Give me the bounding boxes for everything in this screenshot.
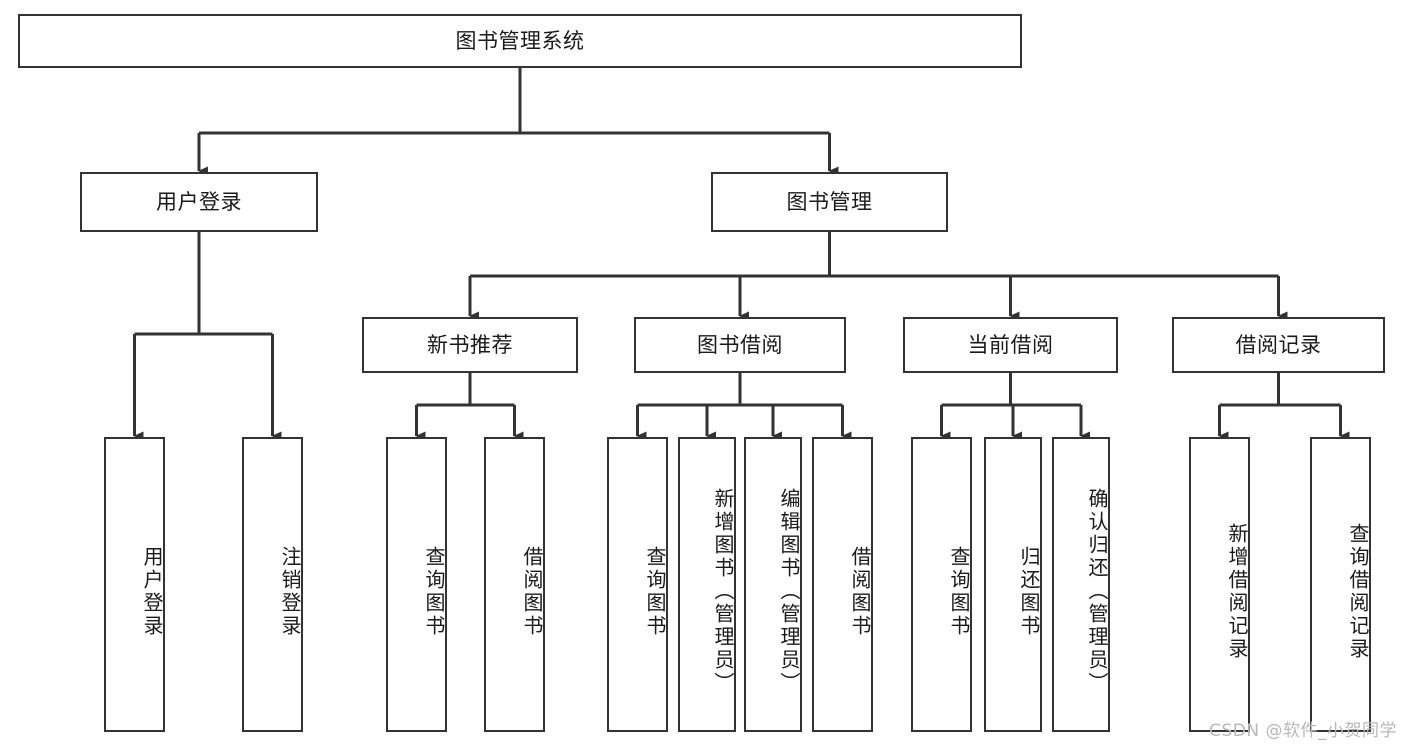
node-label: 查询借阅记录 <box>1346 522 1370 661</box>
node-label: 归还图书 <box>1017 545 1041 638</box>
leaf-borrow-book[interactable]: 借阅图书 <box>812 437 873 732</box>
leaf-confirm-return-admin[interactable]: 确认归还（管理员） <box>1052 437 1110 732</box>
node-book-borrow[interactable]: 图书借阅 <box>634 317 846 373</box>
leaf-query-borrow-record[interactable]: 查询借阅记录 <box>1310 437 1371 732</box>
csdn-watermark: CSDN @软件_小贺同学 <box>1209 721 1397 741</box>
node-label: 借阅记录 <box>1235 332 1322 357</box>
node-label: 图书借阅 <box>697 332 783 357</box>
node-book-manage[interactable]: 图书管理 <box>711 172 948 232</box>
leaf-user-login[interactable]: 用户登录 <box>104 437 165 732</box>
leaf-borrow-book-recommend[interactable]: 借阅图书 <box>484 437 545 732</box>
node-label: 注销登录 <box>278 545 302 638</box>
node-borrow-record[interactable]: 借阅记录 <box>1172 317 1385 373</box>
leaf-add-borrow-record[interactable]: 新增借阅记录 <box>1189 437 1250 732</box>
node-label: 借阅图书 <box>848 545 872 638</box>
node-new-book-recommend[interactable]: 新书推荐 <box>362 317 578 373</box>
node-label: 查询图书 <box>947 545 971 638</box>
leaf-query-book-current[interactable]: 查询图书 <box>911 437 972 732</box>
node-label: 图书管理 <box>786 189 873 214</box>
node-root-system[interactable]: 图书管理系统 <box>18 14 1022 68</box>
node-label: 编辑图书（管理员） <box>777 488 801 695</box>
leaf-query-book-recommend[interactable]: 查询图书 <box>386 437 447 732</box>
leaf-user-logout[interactable]: 注销登录 <box>242 437 303 732</box>
node-current-borrow[interactable]: 当前借阅 <box>903 317 1118 373</box>
node-label: 新增图书（管理员） <box>711 488 735 695</box>
node-label: 用户登录 <box>140 545 164 638</box>
node-label: 当前借阅 <box>967 332 1054 357</box>
leaf-return-book[interactable]: 归还图书 <box>984 437 1042 732</box>
node-user-login[interactable]: 用户登录 <box>80 172 318 232</box>
leaf-query-book-borrow[interactable]: 查询图书 <box>607 437 668 732</box>
leaf-add-book-admin[interactable]: 新增图书（管理员） <box>678 437 736 732</box>
node-label: 新增借阅记录 <box>1225 522 1249 661</box>
node-label: 新书推荐 <box>427 332 513 357</box>
leaf-edit-book-admin[interactable]: 编辑图书（管理员） <box>744 437 802 732</box>
node-label: 查询图书 <box>422 545 446 638</box>
node-label: 查询图书 <box>643 545 667 638</box>
node-label: 用户登录 <box>156 189 242 214</box>
node-label: 借阅图书 <box>520 545 544 638</box>
node-label: 确认归还（管理员） <box>1085 488 1109 695</box>
node-label: 图书管理系统 <box>455 28 585 53</box>
